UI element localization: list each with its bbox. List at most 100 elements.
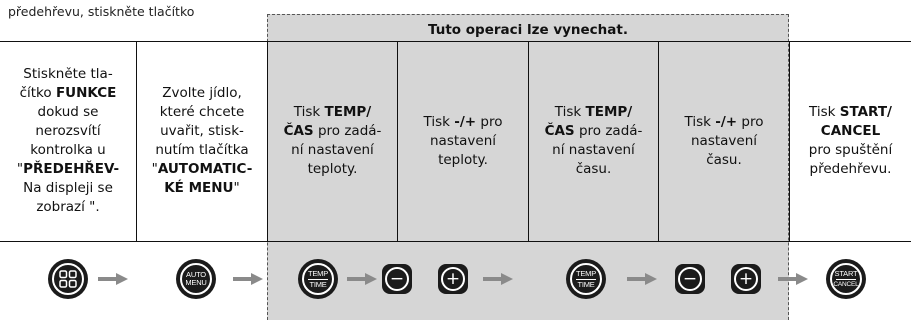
minus-button-icon[interactable]: −: [382, 264, 412, 294]
step-text-run: zobrazí ".: [36, 199, 100, 215]
arrow-right-icon: [778, 273, 808, 285]
step-text-run: pro zadá-: [574, 123, 643, 139]
step-text-run: ": [16, 161, 24, 177]
step-text-run: předehřevu.: [809, 161, 892, 177]
step-text-run: Tisk: [684, 113, 716, 130]
plus-button-icon[interactable]: +: [438, 264, 468, 294]
step-text: Stiskněte tla-čítko FUNKCE dokud se nerozs…: [17, 65, 119, 217]
table-divider: [789, 41, 790, 241]
step-text: Tisk TEMP/ČAS pro zadá-ní nastavení času.: [545, 103, 643, 179]
start-cancel-separator: [836, 278, 856, 280]
step-text-run: nastavení: [429, 132, 497, 149]
step-text-run: pro zadá-: [313, 123, 382, 139]
temp-time-separator: [308, 278, 328, 280]
step-text-run: nastavení: [690, 132, 758, 149]
step-select-auto-menu: Zvolte jídlo, které chcete uvařit, stisk-n…: [137, 42, 267, 240]
step-text-run: Tisk: [293, 104, 325, 120]
function-button-icon[interactable]: [48, 259, 88, 299]
step-text-run: času.: [706, 151, 742, 168]
step-text-run: teploty.: [438, 151, 488, 168]
step-text-bold: KÉ MENU: [164, 180, 234, 196]
temp-time-label-bottom: TIME: [577, 279, 595, 289]
step-text-bold: START/: [839, 104, 892, 120]
step-text-run: Zvolte jídlo,: [162, 85, 242, 101]
intro-text: předehřevu, stiskněte tlačítko: [8, 4, 195, 19]
arrow-right-icon: [98, 273, 128, 285]
step-text-run: pro: [476, 113, 503, 130]
plus-icon: +: [734, 267, 758, 291]
step-text-bold: FUNKCE: [55, 85, 117, 101]
step-text-bold: CANCEL: [820, 123, 881, 139]
step-text-run: nerozsvítí: [35, 123, 101, 139]
arrow-right-icon: [627, 273, 657, 285]
step-text-run: ní nastavení: [552, 142, 635, 158]
minus-icon: −: [678, 267, 702, 291]
step-text-run: času.: [575, 161, 612, 177]
step-text: Zvolte jídlo, které chcete uvařit, stisk-n…: [152, 84, 253, 198]
step-text-run: Tisk: [423, 113, 455, 130]
step-text-run: dokud se: [37, 104, 99, 120]
step-text-run: ní nastavení: [291, 142, 374, 158]
plus-button-icon[interactable]: +: [731, 264, 761, 294]
start-cancel-button-icon[interactable]: START CANCEL: [826, 259, 866, 299]
step-adjust-time: Tisk -/+ pro nastavení času.: [659, 42, 789, 240]
step-text-bold: PŘEDEHŘEV-: [23, 161, 120, 177]
temp-time-label-top: TEMP: [575, 268, 597, 278]
start-label: START: [834, 268, 858, 278]
step-text-bold: AUTOMATIC-: [157, 161, 253, 177]
step-text: Tisk START/CANCEL pro spuštění předehřevu.: [809, 103, 892, 179]
step-text-run: ": [233, 180, 240, 196]
table-divider: [658, 41, 659, 241]
table-divider: [136, 41, 137, 241]
table-divider: [528, 41, 529, 241]
step-text-run: Tisk: [808, 104, 840, 120]
arrow-right-icon: [233, 273, 263, 285]
step-text-run: které chcete: [159, 104, 245, 120]
step-set-time-mode: Tisk TEMP/ČAS pro zadá-ní nastavení času.: [529, 42, 658, 240]
step-text-bold: TEMP/: [324, 104, 372, 120]
step-text-bold: -/+: [715, 113, 738, 130]
minus-icon: −: [385, 267, 409, 291]
plus-icon: +: [441, 267, 465, 291]
step-text-bold: -/+: [454, 113, 477, 130]
step-set-temperature-mode: Tisk TEMP/ČAS pro zadá-ní nastavení teplo…: [268, 42, 397, 240]
step-text-bold: ČAS: [544, 123, 575, 139]
table-mid-line: [0, 241, 911, 242]
temp-time-button-icon[interactable]: TEMP TIME: [298, 259, 338, 299]
table-divider: [397, 41, 398, 241]
step-text: Tisk -/+ pro nastavení teploty.: [424, 113, 503, 170]
temp-time-separator: [576, 278, 596, 280]
auto-menu-label-line1: AUTO: [186, 270, 206, 279]
step-text-run: nutím tlačítka: [155, 142, 249, 158]
step-text-run: pro spuštění: [808, 142, 893, 158]
step-text-run: uvařit, stisk-: [160, 123, 244, 139]
step-text-run: čítko: [19, 85, 56, 101]
table-top-line: [0, 41, 911, 42]
step-text-run: pro: [737, 113, 764, 130]
auto-menu-label-line2: MENU: [185, 278, 207, 287]
cancel-label: CANCEL: [833, 280, 859, 288]
step-text-run: Stiskněte tla-: [23, 66, 113, 82]
grid-icon: [59, 270, 77, 288]
step-adjust-temperature: Tisk -/+ pro nastavení teploty.: [398, 42, 528, 240]
step-text: Tisk TEMP/ČAS pro zadá-ní nastavení teplo…: [284, 103, 382, 179]
temp-time-button-icon[interactable]: TEMP TIME: [566, 259, 606, 299]
arrow-right-icon: [347, 273, 377, 285]
step-text-run: Tisk: [554, 104, 586, 120]
step-text-run: teploty.: [307, 161, 358, 177]
step-text-run: ": [151, 161, 158, 177]
temp-time-label-top: TEMP: [307, 268, 329, 278]
arrow-right-icon: [483, 273, 513, 285]
step-start-preheat: Tisk START/CANCEL pro spuštění předehřevu.: [790, 42, 911, 240]
step-text-run: kontrolka u: [30, 142, 106, 158]
step-text: Tisk -/+ pro nastavení času.: [685, 113, 764, 170]
step-text-bold: TEMP/: [585, 104, 633, 120]
table-divider: [267, 41, 268, 241]
step-press-function: Stiskněte tla-čítko FUNKCE dokud se nerozs…: [0, 42, 136, 240]
step-text-bold: ČAS: [283, 123, 314, 139]
step-text-run: Na displeji se: [23, 180, 113, 196]
minus-button-icon[interactable]: −: [675, 264, 705, 294]
optional-section-banner: Tuto operaci lze vynechat.: [428, 22, 628, 38]
temp-time-label-bottom: TIME: [309, 279, 327, 289]
auto-menu-button-icon[interactable]: AUTO MENU: [176, 259, 216, 299]
